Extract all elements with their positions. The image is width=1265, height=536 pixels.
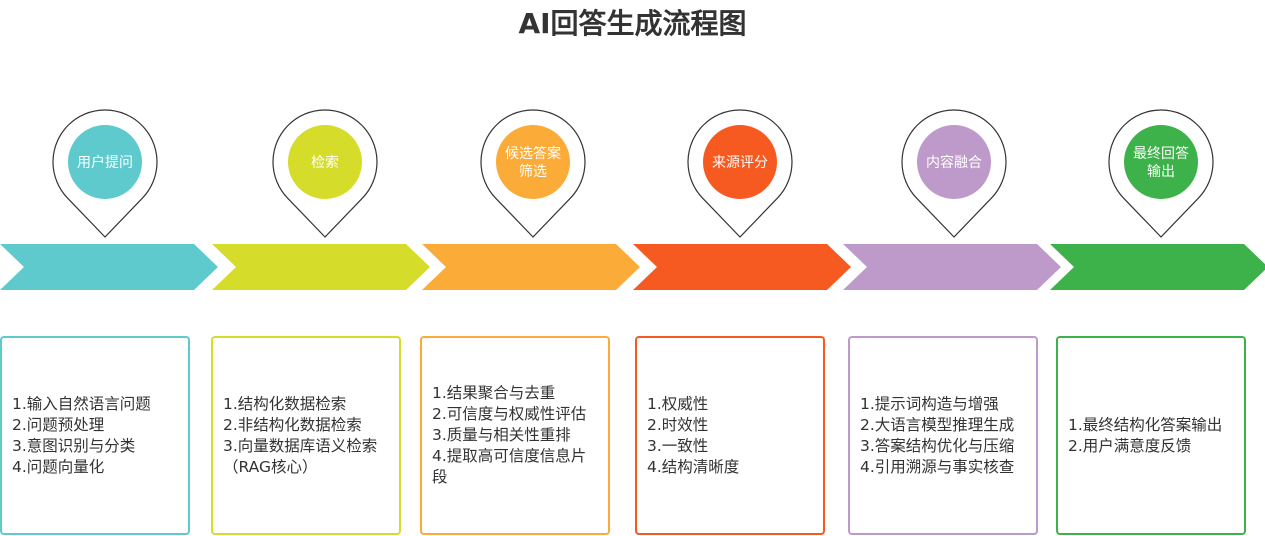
flow-arrow-5 xyxy=(843,244,1061,290)
stage-circle-1 xyxy=(68,125,142,199)
stage-detail-item: 2.可信度与权威性评估 xyxy=(432,405,587,423)
flow-arrow-6 xyxy=(1050,244,1265,290)
stage-label-3: 筛选 xyxy=(519,164,547,180)
stage-detail-item: 4.问题向量化 xyxy=(12,457,105,476)
stage-detail-item: 1.提示词构造与增强 xyxy=(860,394,999,413)
flow-arrow-1 xyxy=(0,244,218,290)
stage-detail-item: 4.引用溯源与事实核查 xyxy=(860,457,1015,476)
stage-detail-list: 1.输入自然语言问题 2.问题预处理 3.意图识别与分类 4.问题向量化 xyxy=(12,394,151,478)
stage-label-6: 最终回答 xyxy=(1133,145,1189,162)
stage-detail-box-2: 1.结构化数据检索 2.非结构化数据检索 3.向量数据库语义检索 （RAG核心） xyxy=(211,336,401,535)
stage-circle-6 xyxy=(1124,125,1198,199)
stage-detail-box-5: 1.提示词构造与增强 2.大语言模型推理生成 3.答案结构优化与压缩 4.引用溯源与事… xyxy=(848,336,1038,535)
stage-detail-box-4: 1.权威性 2.时效性 3.一致性 4.结构清晰度 xyxy=(635,336,825,535)
page-title: AI回答生成流程图 xyxy=(518,7,747,40)
stage-label-6: 输出 xyxy=(1147,164,1175,180)
stage-circle-2 xyxy=(288,125,362,199)
stage-detail-item: 段 xyxy=(432,468,448,486)
stage-circle-4 xyxy=(703,125,777,199)
stage-label-3: 候选答案 xyxy=(505,145,561,162)
stage-detail-item: 3.向量数据库语义检索 xyxy=(223,436,378,455)
stage-detail-box-6: 1.最终结构化答案输出 2.用户满意度反馈 xyxy=(1056,336,1246,535)
stage-detail-item: 2.问题预处理 xyxy=(12,415,105,434)
stage-circle-3 xyxy=(496,125,570,199)
stage-detail-item: 1.结构化数据检索 xyxy=(223,394,347,413)
stage-detail-box-1: 1.输入自然语言问题 2.问题预处理 3.意图识别与分类 4.问题向量化 xyxy=(0,336,190,535)
stage-detail-item: 2.时效性 xyxy=(647,415,709,434)
flow-arrow-3 xyxy=(422,244,640,290)
stage-detail-list: 1.结构化数据检索 2.非结构化数据检索 3.向量数据库语义检索 （RAG核心） xyxy=(223,394,377,478)
flow-arrow-4 xyxy=(633,244,851,290)
stage-detail-box-3: 1.结果聚合与去重 2.可信度与权威性评估 3.质量与相关性重排 4.提取高可信度信息… xyxy=(420,336,610,535)
stage-detail-list: 1.提示词构造与增强 2.大语言模型推理生成 3.答案结构优化与压缩 4.引用溯源与事… xyxy=(860,394,1014,478)
stage-circle-5 xyxy=(917,125,991,199)
stage-detail-item: 4.提取高可信度信息片 xyxy=(432,447,587,465)
stage-detail-item: 2.非结构化数据检索 xyxy=(223,415,362,434)
stage-label-5: 内容融合 xyxy=(926,154,982,171)
stage-detail-item: 2.用户满意度反馈 xyxy=(1068,436,1192,455)
stage-detail-item: （RAG核心） xyxy=(223,457,318,476)
stage-detail-item: 3.意图识别与分类 xyxy=(12,436,136,455)
stage-label-2: 检索 xyxy=(311,154,339,171)
stage-detail-list: 1.权威性 2.时效性 3.一致性 4.结构清晰度 xyxy=(647,394,739,478)
stage-detail-item: 3.答案结构优化与压缩 xyxy=(860,436,1015,455)
stage-detail-item: 4.结构清晰度 xyxy=(647,457,740,476)
stage-detail-list: 1.结果聚合与去重 2.可信度与权威性评估 3.质量与相关性重排 4.提取高可信度信息… xyxy=(432,383,586,488)
stage-label-4: 来源评分 xyxy=(712,155,768,171)
flow-arrow-2 xyxy=(212,244,430,290)
stage-detail-item: 3.一致性 xyxy=(647,436,709,455)
stage-detail-item: 2.大语言模型推理生成 xyxy=(860,415,1015,434)
stage-detail-item: 1.权威性 xyxy=(647,394,709,413)
stage-detail-item: 3.质量与相关性重排 xyxy=(432,426,571,444)
stage-label-1: 用户提问 xyxy=(77,154,133,171)
stage-detail-item: 1.最终结构化答案输出 xyxy=(1068,415,1223,434)
stage-detail-item: 1.结果聚合与去重 xyxy=(432,384,556,402)
stage-detail-item: 1.输入自然语言问题 xyxy=(12,394,151,413)
stage-detail-list: 1.最终结构化答案输出 2.用户满意度反馈 xyxy=(1068,415,1222,457)
